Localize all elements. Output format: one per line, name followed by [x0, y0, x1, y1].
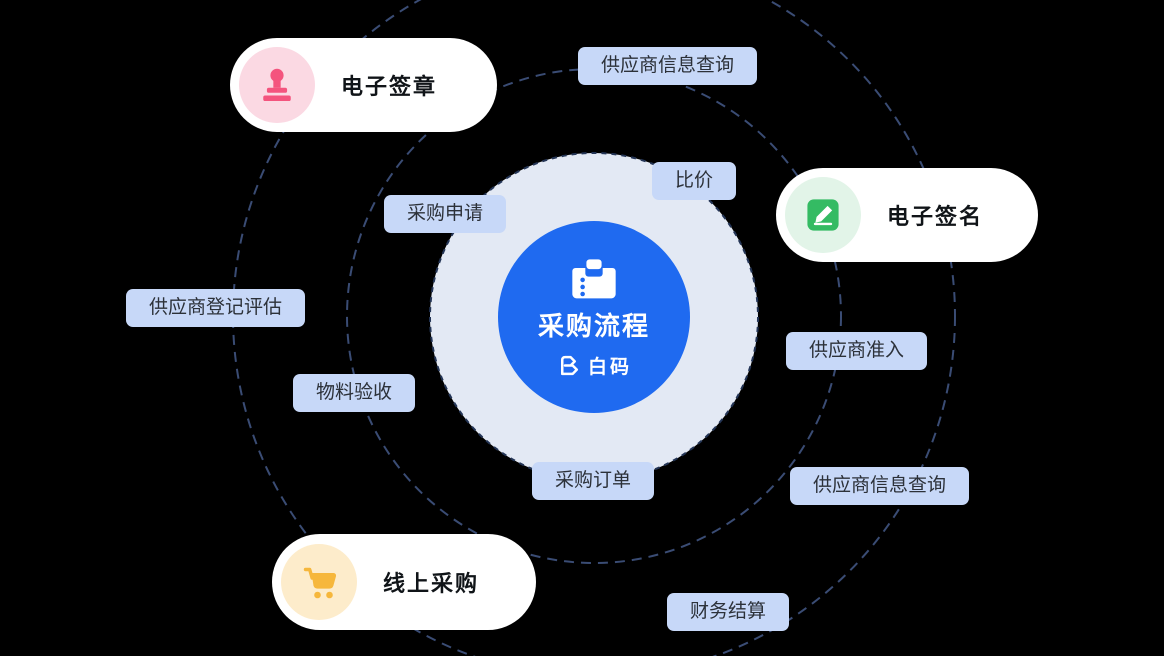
outer-orbit-circle	[232, 0, 956, 656]
feature-card-title: 线上采购	[383, 571, 480, 596]
stamp-icon-circle	[239, 47, 315, 123]
signature-pen-icon-circle	[785, 177, 861, 253]
orbit-label-supplier-admission: 供应商准入	[786, 332, 928, 370]
orbit-label-purchase-order: 采购订单	[532, 462, 655, 500]
orbit-label-supplier-info-query-right: 供应商信息查询	[790, 467, 970, 505]
clipboard-icon	[572, 259, 616, 299]
orbit-label-financial-settlement: 财务结算	[667, 593, 790, 631]
stamp-icon	[263, 68, 291, 102]
feature-card-title: 电子签名	[887, 204, 984, 229]
orbit-label-price-comparison: 比价	[652, 162, 737, 200]
baima-logo: 白码	[556, 352, 632, 379]
hub-title: 采购流程	[537, 311, 650, 342]
baima-logo-text: 白码	[587, 356, 632, 378]
orbit-label-purchase-request: 采购申请	[384, 195, 507, 233]
orbit-label-supplier-registration-evaluation: 供应商登记评估	[126, 289, 306, 327]
orbit-label-material-acceptance: 物料验收	[293, 374, 416, 412]
feature-card-title: 电子签章	[341, 74, 438, 99]
central-hub: 采购流程 白码	[498, 221, 690, 413]
signature-pen-icon	[807, 199, 839, 231]
shopping-cart-icon-circle	[281, 544, 357, 620]
baima-logo-icon	[560, 355, 579, 375]
feature-card-electronic-seal: 电子签章	[230, 38, 497, 132]
feature-card-electronic-signature: 电子签名	[776, 168, 1038, 262]
feature-card-online-procurement: 线上采购	[272, 534, 536, 630]
orbit-label-supplier-info-query-top: 供应商信息查询	[578, 47, 758, 85]
shopping-cart-icon	[303, 567, 337, 599]
